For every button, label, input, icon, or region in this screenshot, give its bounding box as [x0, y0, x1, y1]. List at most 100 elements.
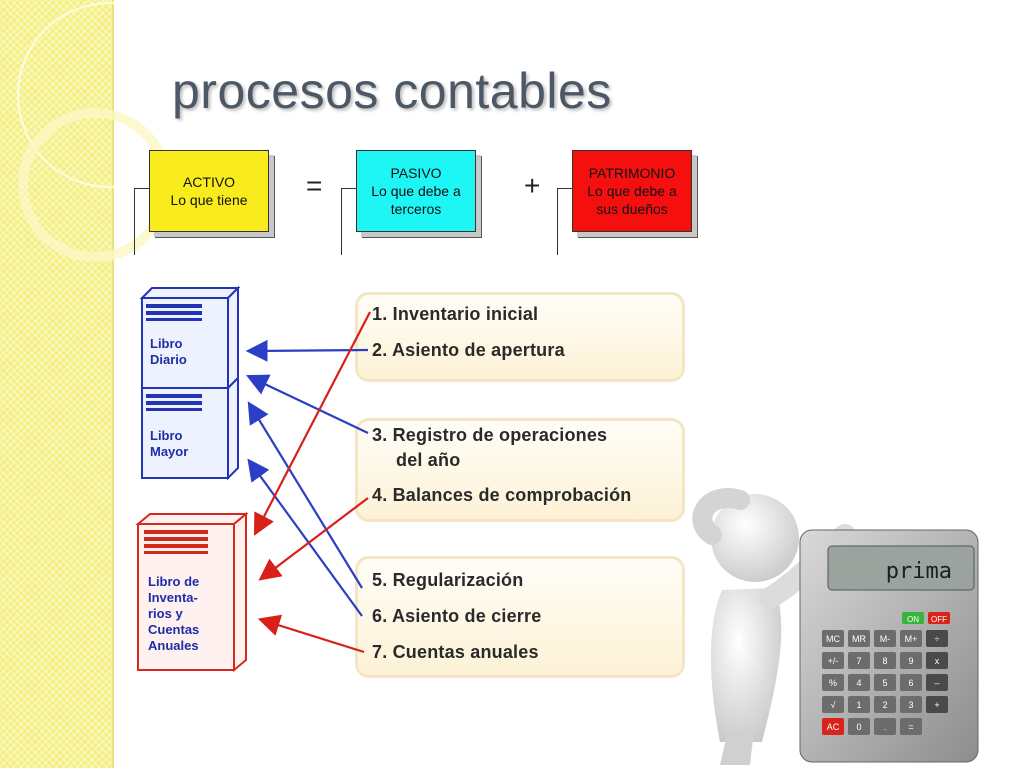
step-6: 6. Asiento de cierre: [372, 606, 542, 626]
patrimonio-box: PATRIMONIO Lo que debe a sus dueños: [572, 150, 692, 232]
calculator-key-label: 7: [856, 656, 861, 666]
calculator-key-label: x: [935, 656, 940, 666]
calculator-key: [822, 674, 844, 691]
calculator-key: [900, 696, 922, 713]
arrow-regularizacion-to-mayor: [247, 401, 363, 589]
blue-books-illustration: [139, 286, 241, 481]
calculator-key: [900, 674, 922, 691]
calculator-key-label: 9: [908, 656, 913, 666]
calculator-key-label: 2: [882, 700, 887, 710]
patrimonio-label: PATRIMONIO: [588, 165, 676, 181]
step-2: 2. Asiento de apertura: [372, 340, 565, 360]
arrow-cuentas-to-libro-inventarios: [257, 614, 365, 654]
calculator-key-label: 3: [908, 700, 913, 710]
calculator-key: [822, 696, 844, 713]
activo-bracket: [134, 188, 149, 255]
calculator-key: [848, 674, 870, 691]
steps-panel-2: [355, 418, 685, 522]
calculator-key-label: MC: [826, 634, 840, 644]
libro-inventarios-line-3: rios y: [148, 606, 183, 621]
arrow-inventario-to-libro-inventarios: [253, 311, 371, 536]
pasivo-bracket: [341, 188, 356, 255]
calculator-key: [848, 718, 870, 735]
calculator-key: [900, 652, 922, 669]
step-3: 3. Registro de operaciones: [372, 425, 608, 445]
calculator-key-label: –: [934, 678, 939, 688]
libro-inventarios-line-4: Cuentas: [148, 622, 200, 637]
libro-inventarios-line-2: Inventa-: [148, 590, 198, 605]
activo-box: ACTIVO Lo que tiene: [149, 150, 269, 232]
calculator-key-label: 0: [856, 722, 861, 732]
side-band-edge: [112, 0, 114, 768]
patrimonio-bracket: [557, 188, 572, 255]
calculator-key: [874, 674, 896, 691]
calculator-key: [822, 630, 844, 647]
calculator-key-label: 4: [856, 678, 861, 688]
arrow-registro-to-diario: [246, 374, 369, 434]
libro-mayor-line-2: Mayor: [150, 444, 189, 459]
calculator-display: prima: [886, 559, 952, 584]
calculator-key-label: .: [884, 722, 887, 732]
pasivo-box: PASIVO Lo que debe a terceros: [356, 150, 476, 232]
patrimonio-description-1: Lo que debe a: [587, 183, 677, 199]
page-title: procesos contables: [172, 63, 612, 119]
calculator-key: [874, 630, 896, 647]
calculator-key-label: M+: [905, 634, 918, 644]
libro-diario-line-2: Diario: [150, 352, 187, 367]
calculator-on-key: ON: [907, 615, 919, 624]
arrow-balances-to-libro-inventarios: [258, 497, 369, 581]
arrow-cierre-to-mayor: [247, 458, 363, 617]
calculator-key: [848, 630, 870, 647]
pasivo-label: PASIVO: [390, 165, 442, 181]
process-arrows: [245, 311, 371, 654]
calculator-key-label: 8: [882, 656, 887, 666]
calculator-key-label: +/-: [828, 656, 839, 666]
activo-label: ACTIVO: [182, 174, 236, 190]
libro-diario-label: Libro Diario: [150, 336, 187, 368]
calculator-key: [874, 696, 896, 713]
calculator-off-key: OFF: [931, 615, 947, 624]
calculator-key-label: %: [829, 678, 837, 688]
pasivo-description-2: terceros: [390, 201, 442, 217]
patrimonio-description-2: sus dueños: [596, 201, 668, 217]
libro-inventarios-label: Libro de Inventa- rios y Cuentas Anuales: [148, 574, 199, 654]
libro-inventarios-line-1: Libro de: [148, 574, 200, 589]
equals-sign: =: [306, 170, 323, 201]
calculator-key-label: AC: [827, 722, 840, 732]
calculator-key: [926, 674, 948, 691]
calculator-key: [926, 652, 948, 669]
calculator-key: [926, 696, 948, 713]
calculator-key: [900, 718, 922, 735]
calculator-key-label: =: [908, 722, 913, 732]
arrow-apertura-to-diario: [245, 339, 369, 362]
calculator-key-label: 5: [882, 678, 887, 688]
pasivo-description-1: Lo que debe a: [371, 183, 461, 199]
calculator-key: [874, 652, 896, 669]
libro-diario-line-1: Libro: [150, 336, 183, 351]
calculator-key-label: MR: [852, 634, 866, 644]
calculator-key-label: +: [934, 700, 939, 710]
activo-description: Lo que tiene: [170, 192, 248, 208]
libro-inventarios-book: [135, 511, 249, 673]
libro-mayor-line-1: Libro: [150, 428, 183, 443]
calculator-key: [926, 630, 948, 647]
white-figure: [692, 488, 856, 765]
steps-panel-1: [355, 292, 685, 382]
red-book-illustration: [135, 511, 249, 673]
calculator-key: [848, 696, 870, 713]
libro-mayor-label: Libro Mayor: [150, 428, 188, 460]
calculator-key: [822, 652, 844, 669]
step-1: 1. Inventario inicial: [372, 304, 539, 324]
step-7: 7. Cuentas anuales: [372, 642, 539, 662]
calculator-key: [848, 652, 870, 669]
calculator-key-label: √: [831, 700, 836, 710]
steps-panel-3: [355, 556, 685, 678]
calculator-key-label: ÷: [935, 634, 940, 644]
calculator-key-label: 6: [908, 678, 913, 688]
calculator-key: [900, 630, 922, 647]
calculator-key: [822, 718, 844, 735]
step-5: 5. Regularización: [372, 570, 524, 590]
